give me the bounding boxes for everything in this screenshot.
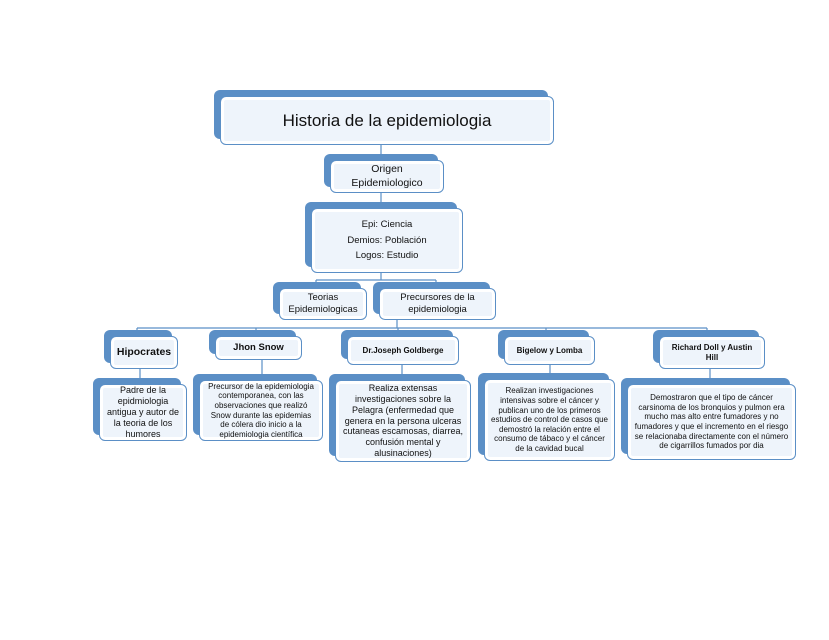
person-description: Padre de la epidmiologia antigua y autor… [106, 385, 180, 439]
precursors-label: Precursores de la epidemiologia [400, 292, 475, 315]
theories-label: Teorias Epidemiologicas [288, 292, 358, 315]
title-node: Historia de la epidemiologia [214, 90, 554, 145]
person-name: Bigelow y Lomba [516, 345, 583, 355]
description-node-doll-hill: Demostraron que el tipo de cáncer carsin… [621, 378, 796, 460]
description-node-bigelow: Realizan investigaciones intensivas sobr… [478, 373, 615, 461]
person-description: Realiza extensas investigaciones sobre l… [342, 382, 464, 459]
etymology-node: Epi: Ciencia Demios: Población Logos: Es… [305, 202, 463, 273]
origin-label: Origen Epidemiologico [351, 162, 423, 189]
person-description: Precursor de la epidemiologia contempora… [208, 381, 314, 439]
person-name: Jhon Snow [233, 342, 284, 354]
person-node-doll-hill: Richard Doll y Austin Hill [653, 330, 765, 369]
person-name: Richard Doll y Austin Hill [671, 342, 753, 362]
etymology-epi: Epi: Ciencia [361, 218, 413, 230]
description-node-snow: Precursor de la epidemiologia contempora… [193, 374, 323, 441]
person-description: Realizan investigaciones intensivas sobr… [491, 386, 608, 453]
description-node-goldberge: Realiza extensas investigaciones sobre l… [329, 374, 471, 462]
origin-node: Origen Epidemiologico [324, 154, 444, 193]
etymology-demios: Demios: Población [347, 234, 427, 246]
person-node-hipocrates: Hipocrates [104, 330, 178, 369]
precursors-node: Precursores de la epidemiologia [373, 282, 496, 320]
person-node-snow: Jhon Snow [209, 330, 302, 360]
person-description: Demostraron que el tipo de cáncer carsin… [634, 393, 789, 451]
person-name: Dr.Joseph Goldberge [362, 345, 444, 355]
theories-node: Teorias Epidemiologicas [273, 282, 367, 320]
person-node-bigelow: Bigelow y Lomba [498, 330, 595, 365]
description-node-hipocrates: Padre de la epidmiologia antigua y autor… [93, 378, 187, 441]
person-name: Hipocrates [116, 345, 172, 358]
etymology-logos: Logos: Estudio [355, 250, 419, 262]
page-title: Historia de la epidemiologia [282, 110, 492, 130]
person-node-goldberge: Dr.Joseph Goldberge [341, 330, 459, 365]
